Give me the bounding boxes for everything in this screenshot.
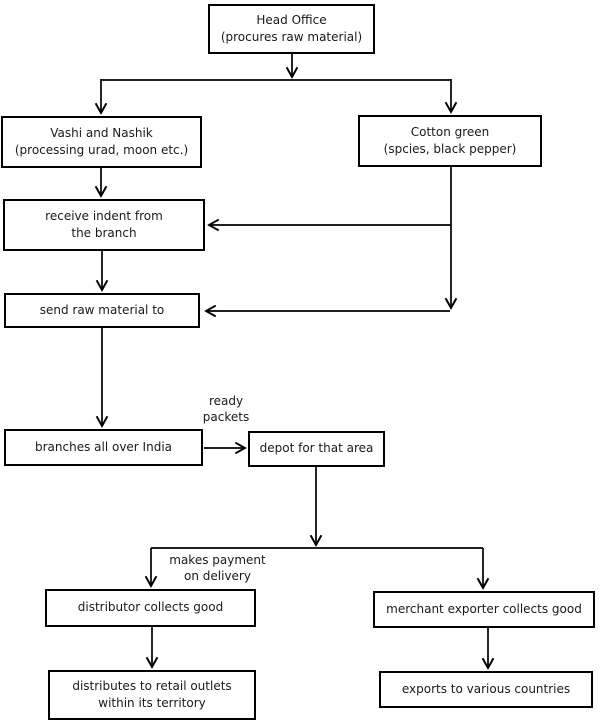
node-receive-indent: receive indent from the branch bbox=[3, 199, 205, 251]
node-retail-outlets: distributes to retail outlets within its… bbox=[48, 670, 256, 720]
node-vashi-nashik: Vashi and Nashik (processing urad, moon … bbox=[1, 116, 202, 168]
node-distributor: distributor collects good bbox=[45, 589, 256, 627]
node-head-office: Head Office (procures raw material) bbox=[208, 4, 375, 54]
node-send-raw-material: send raw material to bbox=[4, 293, 200, 328]
edge-label-makes-payment: makes payment on delivery bbox=[169, 553, 266, 584]
node-depot: depot for that area bbox=[248, 431, 385, 467]
edge-label-ready-packets: ready packets bbox=[202, 394, 250, 425]
node-cotton-green: Cotton green (spcies, black pepper) bbox=[358, 115, 542, 167]
node-branches-india: branches all over India bbox=[4, 429, 203, 466]
node-merchant-exporter: merchant exporter collects good bbox=[373, 591, 595, 628]
node-exports: exports to various countries bbox=[379, 671, 593, 708]
